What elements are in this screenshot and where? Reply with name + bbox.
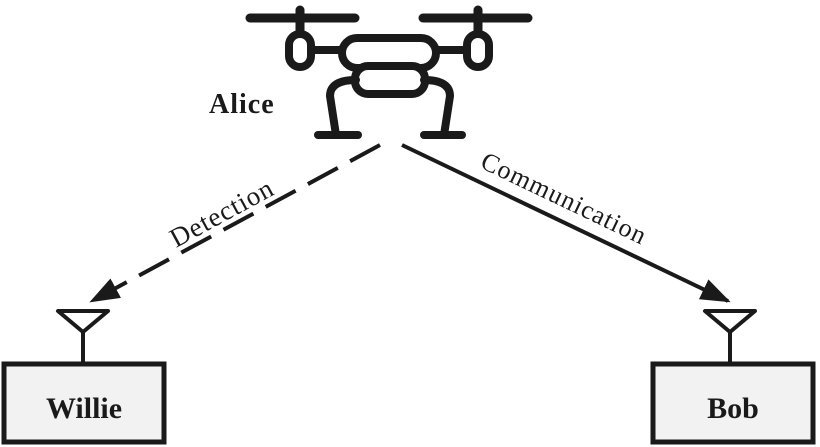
detection-arrow <box>89 143 381 303</box>
communication-label: Communication <box>476 146 651 250</box>
bob-label: Bob <box>707 392 759 425</box>
antenna-icon <box>703 309 757 364</box>
antenna-icon <box>56 309 110 364</box>
detection-label: Detection <box>165 173 279 254</box>
willie-box <box>1 361 167 445</box>
willie-label: Willie <box>46 392 122 425</box>
communication-arrow <box>401 143 731 303</box>
drone-icon <box>245 5 533 139</box>
alice-label: Alice <box>209 89 275 120</box>
bob-box <box>650 361 816 445</box>
